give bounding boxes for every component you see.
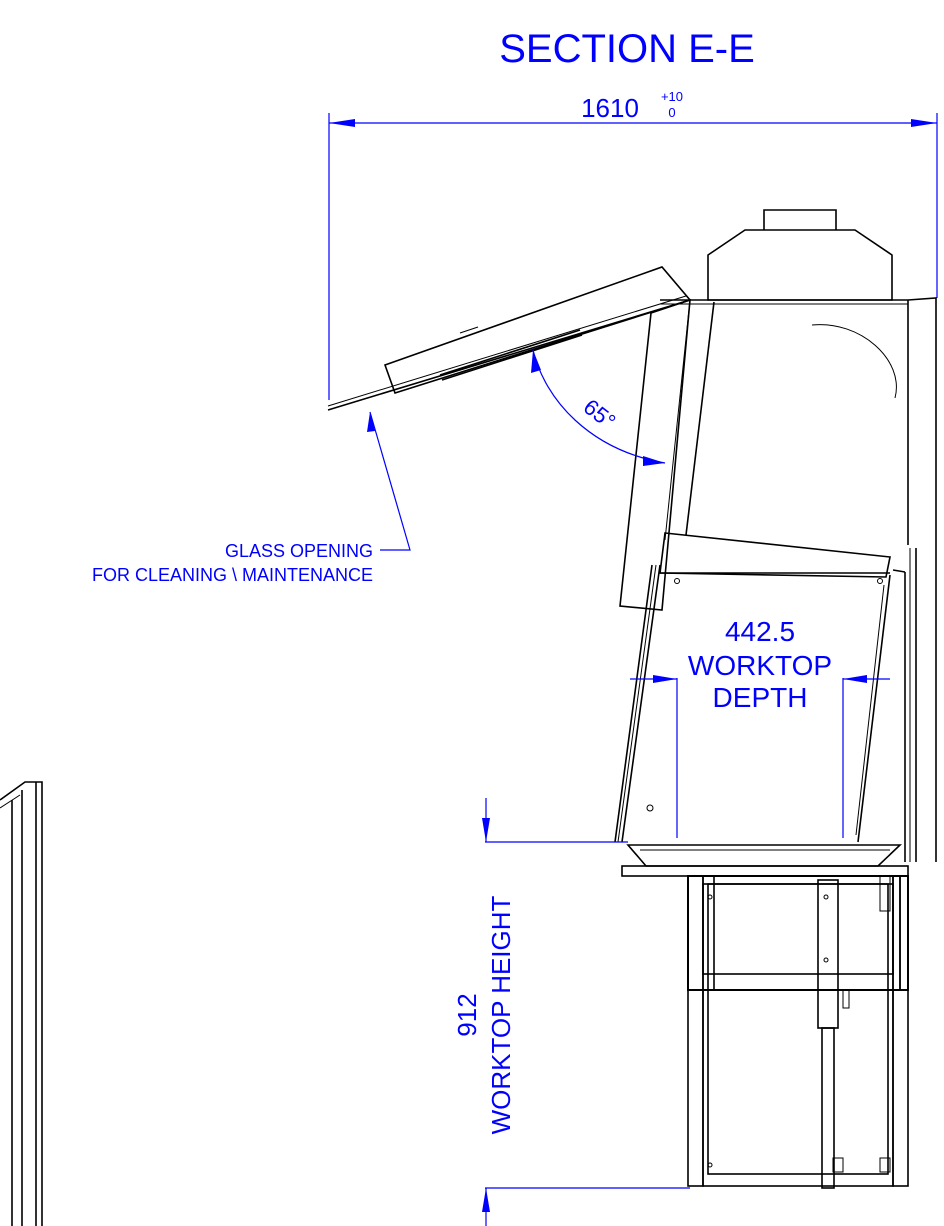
worktop-depth-label-1: WORKTOP	[688, 650, 832, 681]
adjacent-cabinet-partial	[0, 781, 43, 1226]
worktop-depth-value: 442.5	[725, 616, 795, 647]
glass-note-line-1: GLASS OPENING	[225, 541, 373, 561]
overall-width-value: 1610	[581, 93, 639, 123]
worktop-depth-label-2: DEPTH	[713, 682, 808, 713]
worktop-height-dimension: 912 WORKTOP HEIGHT	[452, 798, 690, 1226]
overall-width-tolerance-lower: 0	[668, 105, 675, 120]
glass-sash-open	[327, 266, 692, 411]
cabinet-linework	[614, 209, 937, 1189]
glass-note-line-2: FOR CLEANING \ MAINTENANCE	[92, 565, 373, 585]
worktop-height-label: WORKTOP HEIGHT	[486, 895, 516, 1134]
glass-opening-note: GLASS OPENING FOR CLEANING \ MAINTENANCE	[92, 411, 411, 585]
overall-width-tolerance-upper: +10	[661, 89, 683, 104]
section-title: SECTION E-E	[499, 27, 755, 71]
overall-width-dimension: 1610 +10 0	[328, 89, 938, 400]
worktop-depth-dimension: 442.5 WORKTOP DEPTH	[630, 616, 890, 838]
worktop-height-value: 912	[452, 993, 482, 1036]
